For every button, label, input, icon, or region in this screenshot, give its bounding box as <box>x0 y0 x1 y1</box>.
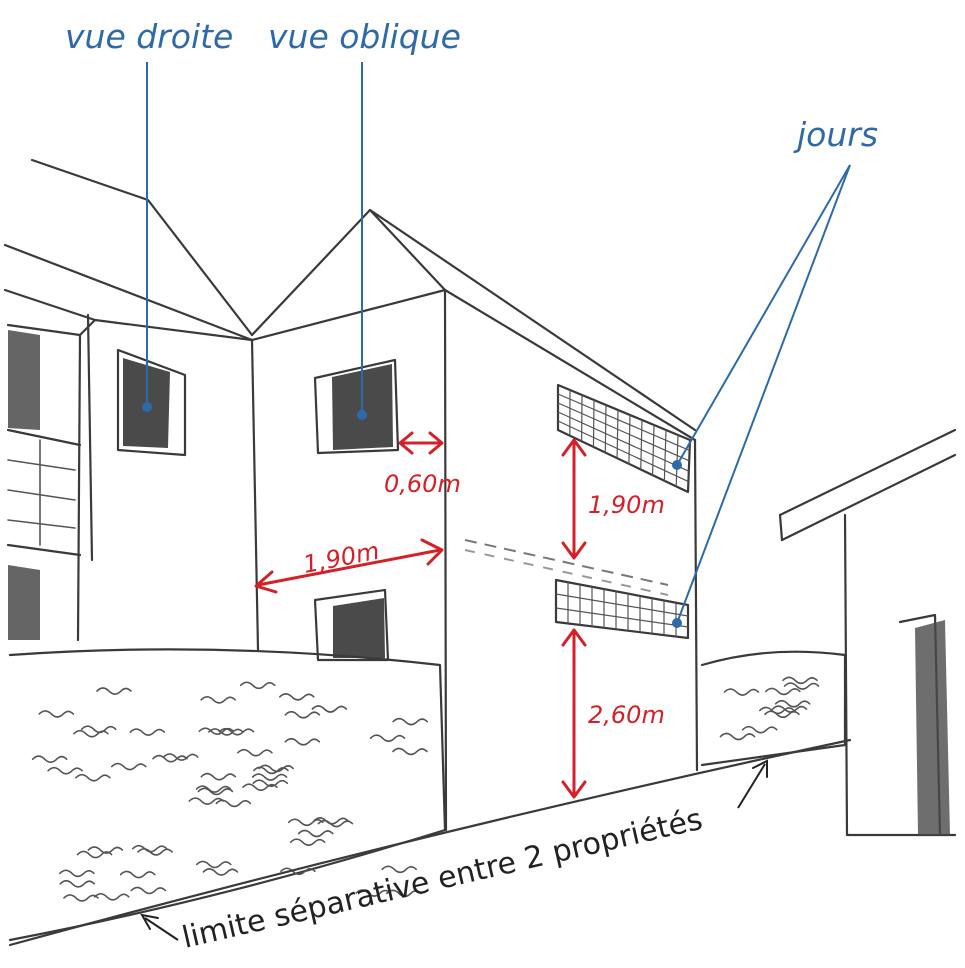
door-lower <box>313 588 390 662</box>
property-boundary-line <box>8 738 852 947</box>
window-vue-oblique <box>313 358 400 455</box>
dimension-1-90-horizontal: 1,90m <box>254 537 444 594</box>
dimension-label-1-90-horizontal: 1,90m <box>301 537 382 579</box>
dimension-label-2-60: 2,60m <box>588 701 665 729</box>
annotation-vue-oblique: vue oblique <box>268 17 461 420</box>
building-center <box>250 208 699 832</box>
jour-upper <box>556 383 692 494</box>
projection-dashes <box>464 539 669 596</box>
hedge-left <box>8 648 447 942</box>
label-jours: jours <box>793 115 878 154</box>
label-vue-droite: vue droite <box>65 17 233 56</box>
annotation-jours: jours <box>672 115 878 628</box>
dimension-label-1-90-vertical: 1,90m <box>588 491 665 519</box>
label-vue-oblique: vue oblique <box>268 17 461 56</box>
hedge-right <box>700 650 847 767</box>
dimension-label-0-60: 0,60m <box>384 470 461 498</box>
annotation-limite: limite séparative entre 2 propriétés <box>140 759 768 956</box>
dimension-2-60: 2,60m <box>561 628 665 799</box>
window-vue-droite <box>116 348 187 457</box>
dimension-1-90-vertical: 1,90m <box>561 438 665 560</box>
dimension-0-60: 0,60m <box>384 431 461 498</box>
annotation-vue-droite: vue droite <box>65 17 233 412</box>
building-right <box>778 428 957 837</box>
jour-lower <box>554 578 690 640</box>
